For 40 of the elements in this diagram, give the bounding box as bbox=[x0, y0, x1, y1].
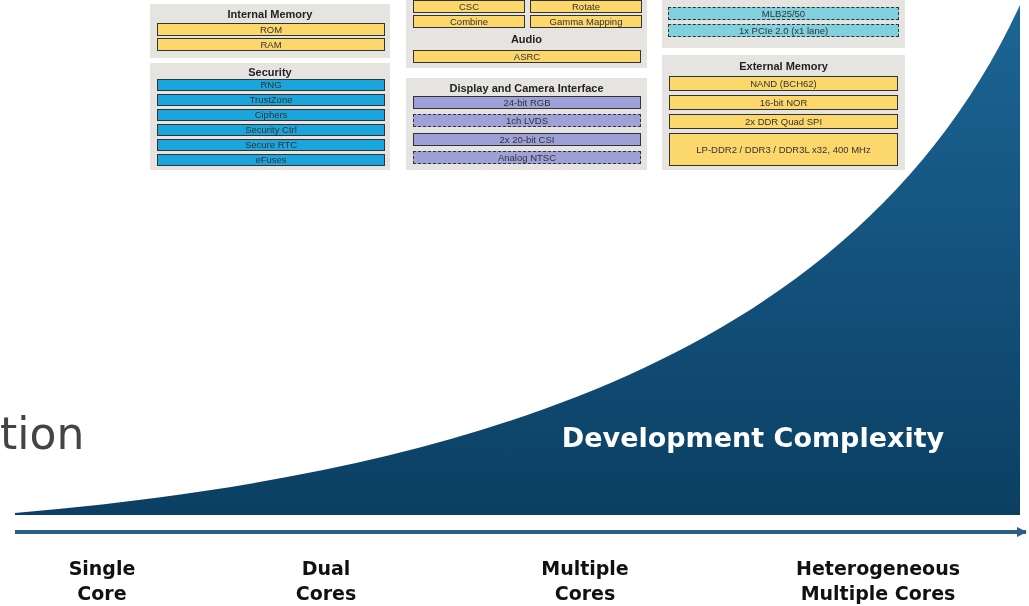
feature-bar: Gamma Mapping bbox=[530, 15, 642, 28]
group-panel bbox=[406, 0, 647, 68]
feature-bar: 2x 20-bit CSI bbox=[413, 133, 641, 146]
feature-bar: Rotate bbox=[530, 0, 642, 13]
feature-bar: ROM bbox=[157, 23, 385, 36]
curve-label: Development Complexity bbox=[560, 421, 946, 455]
feature-bar: 24-bit RGB bbox=[413, 96, 641, 109]
axis-category-label: Multiple Cores bbox=[540, 556, 630, 606]
feature-bar: Combine bbox=[413, 15, 525, 28]
feature-bar: Security Ctrl bbox=[157, 124, 385, 136]
group-heading: External Memory bbox=[738, 60, 829, 73]
group-panel bbox=[150, 63, 390, 170]
panel-background bbox=[662, 0, 905, 48]
feature-bar: 1x PCIe 2.0 (x1 lane) bbox=[668, 24, 899, 37]
feature-bar: Ciphers bbox=[157, 109, 385, 121]
group-heading: Audio bbox=[509, 33, 544, 46]
feature-bar: MLB25/50 bbox=[668, 7, 899, 20]
axis-category-label: Heterogeneous Multiple Cores bbox=[795, 556, 961, 606]
group-heading: Display and Camera Interface bbox=[448, 82, 605, 95]
feature-bar: ASRC bbox=[413, 50, 641, 63]
group-heading: Security bbox=[247, 66, 293, 79]
feature-bar: NAND (BCH62) bbox=[669, 76, 898, 91]
group-panel bbox=[406, 78, 647, 170]
feature-bar: CSC bbox=[413, 0, 525, 13]
feature-bar: 2x DDR Quad SPI bbox=[669, 114, 898, 129]
feature-bar: 1ch LVDS bbox=[413, 114, 641, 127]
title-fragment: tion bbox=[0, 408, 85, 460]
feature-bar: RNG bbox=[157, 79, 385, 91]
feature-bar: TrustZone bbox=[157, 94, 385, 106]
axis-category-label: Single Core bbox=[67, 556, 137, 606]
feature-bar: LP-DDR2 / DDR3 / DDR3L x32, 400 MHz bbox=[669, 133, 898, 166]
feature-bar: eFuses bbox=[157, 154, 385, 166]
axis-category-label: Dual Cores bbox=[294, 556, 358, 606]
group-panel bbox=[150, 4, 390, 58]
feature-bar: RAM bbox=[157, 38, 385, 51]
feature-bar: 16-bit NOR bbox=[669, 95, 898, 110]
group-panel bbox=[662, 55, 905, 170]
feature-bar: Secure RTC bbox=[157, 139, 385, 151]
group-heading: Internal Memory bbox=[226, 8, 314, 21]
feature-bar: Analog NTSC bbox=[413, 151, 641, 164]
